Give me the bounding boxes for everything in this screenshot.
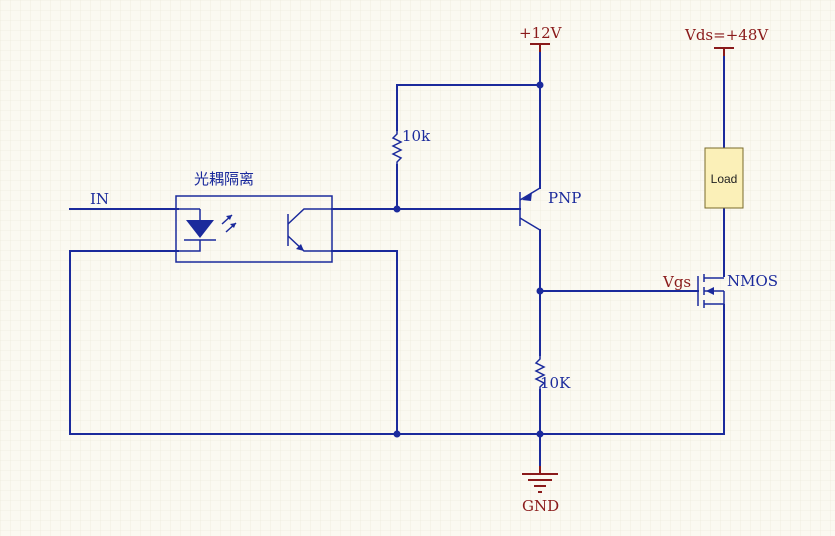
wire-led-return [69, 250, 541, 435]
junction-base [393, 205, 401, 213]
junction-ground-left [393, 430, 401, 438]
wire-top-rail [396, 84, 541, 131]
r2-label: 10K [540, 374, 571, 392]
resistor-icon [391, 130, 403, 165]
vcc-label: +12V [519, 24, 563, 42]
input-label: IN [90, 190, 109, 208]
r1-label: 10k [402, 127, 431, 145]
power-port-icon [714, 47, 734, 56]
power-port-icon [530, 43, 550, 52]
vds-label: Vds=+48V [684, 26, 769, 44]
nmos-label: NMOS [727, 272, 778, 290]
load-box: Load [704, 147, 744, 209]
pnp-transistor-icon [519, 187, 541, 231]
resistor-icon [534, 355, 546, 390]
junction-ground-mid [536, 430, 544, 438]
wire-opto-emitter-return [331, 250, 398, 435]
load-label: Load [711, 172, 738, 186]
wire-nmos-source-return [539, 304, 725, 435]
led-icon [178, 208, 237, 252]
nmos-mosfet-icon [697, 274, 725, 308]
gnd-label: GND [522, 497, 559, 515]
pnp-label: PNP [548, 189, 581, 207]
ground-icon [522, 466, 558, 493]
phototransistor-icon [287, 208, 332, 252]
junction-collector [536, 287, 544, 295]
junctions [393, 81, 544, 438]
isolation-label: 光耦隔离 [194, 170, 254, 188]
junction-top [536, 81, 544, 89]
vgs-label: Vgs [662, 273, 691, 291]
optocoupler-icon [175, 195, 333, 263]
